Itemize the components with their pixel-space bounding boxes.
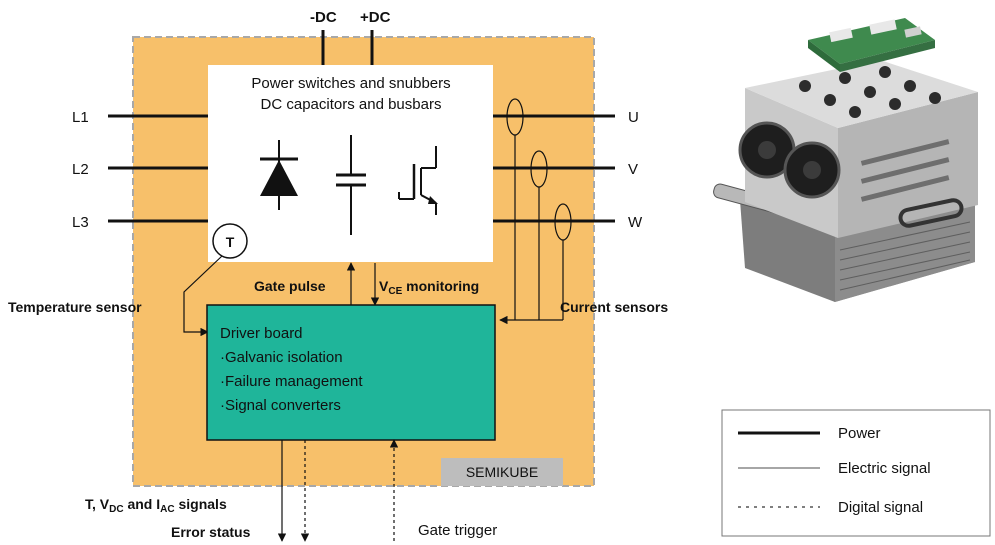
power-block-line1: Power switches and snubbers bbox=[251, 75, 450, 92]
temperature-sensor-label: Temperature sensor bbox=[8, 299, 142, 315]
legend-power-label: Power bbox=[838, 425, 881, 442]
power-block-line2: DC capacitors and busbars bbox=[261, 96, 442, 113]
error-status-label: Error status bbox=[171, 524, 251, 540]
legend-electric-label: Electric signal bbox=[838, 460, 931, 477]
semikube-label: SEMIKUBE bbox=[466, 464, 538, 480]
legend: Power Electric signal Digital signal bbox=[722, 410, 990, 536]
semikube-product-photo bbox=[712, 18, 978, 302]
gate-pulse-label: Gate pulse bbox=[254, 278, 326, 294]
driver-board-title: Driver board bbox=[220, 325, 303, 342]
driver-board-item: ·Signal converters bbox=[220, 397, 341, 414]
driver-board-item: ·Galvanic isolation bbox=[220, 349, 343, 366]
legend-digital-label: Digital signal bbox=[838, 499, 923, 516]
input-l2-label: L2 bbox=[72, 161, 89, 178]
driver-board-item: ·Failure management bbox=[220, 373, 363, 390]
gate-trigger-label: Gate trigger bbox=[418, 522, 497, 539]
current-sensors-label: Current sensors bbox=[560, 299, 668, 315]
input-l1-label: L1 bbox=[72, 109, 89, 126]
signals-label: T, VDC and IAC signals bbox=[85, 496, 227, 515]
dc-pos-label: +DC bbox=[360, 9, 391, 26]
input-l3-label: L3 bbox=[72, 214, 89, 231]
temperature-symbol: T bbox=[226, 234, 235, 250]
output-v-label: V bbox=[628, 161, 638, 178]
dc-neg-label: -DC bbox=[310, 9, 337, 26]
output-w-label: W bbox=[628, 214, 643, 231]
output-u-label: U bbox=[628, 109, 639, 126]
